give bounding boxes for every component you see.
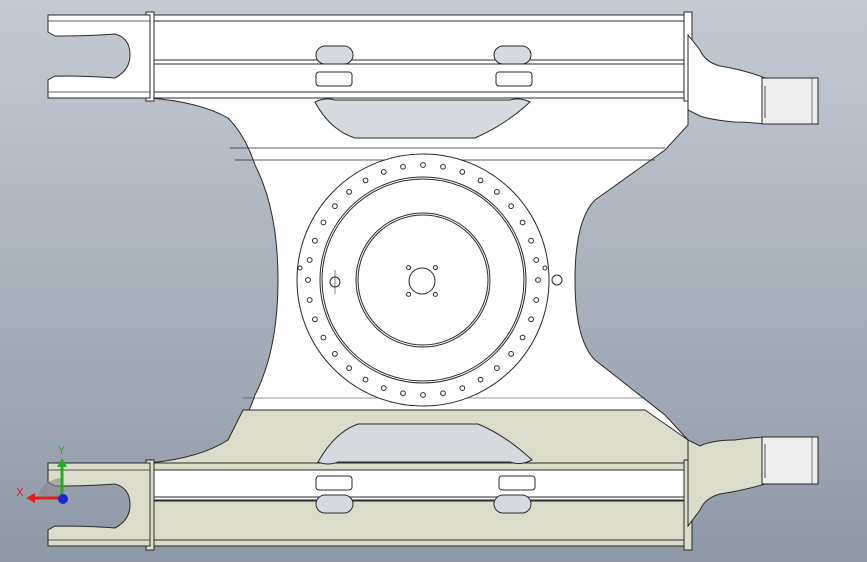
bolt-hole — [459, 169, 466, 175]
left-bottom-clevis — [47, 462, 151, 547]
bolt-hole — [420, 162, 426, 168]
bolt-hole — [305, 277, 311, 283]
bolt-hole — [519, 334, 526, 341]
center-bore — [408, 267, 436, 295]
bolt-hole — [477, 376, 484, 383]
bolt-hole — [533, 297, 540, 303]
inner-bolt-hole — [432, 291, 438, 297]
bolt-hole — [519, 219, 526, 226]
top-slot-left — [315, 45, 354, 65]
bolt-hole — [380, 169, 387, 175]
left-top-clevis — [47, 14, 151, 99]
frame-part[interactable] — [47, 11, 819, 551]
side-hole-left — [297, 265, 303, 271]
bolt-hole — [346, 189, 353, 195]
right-top-arm-block — [761, 77, 819, 125]
inner-hole-pattern — [406, 265, 438, 297]
bottom-window-cutout — [317, 423, 533, 465]
bolt-hole — [332, 203, 338, 210]
bolt-hole — [306, 297, 313, 303]
coordinate-triad: X Y — [16, 444, 68, 504]
bolt-hole — [494, 189, 500, 195]
bolt-hole — [528, 237, 534, 244]
inner-bolt-hole — [406, 265, 412, 271]
top-window-cutout — [314, 98, 531, 139]
inner-bolt-hole — [406, 291, 412, 297]
bolt-hole — [533, 257, 540, 263]
bolt-hole — [420, 392, 426, 398]
bolt-hole — [400, 163, 406, 170]
bolt-hole — [332, 351, 338, 357]
bolt-hole — [312, 237, 318, 244]
bolt-hole — [440, 390, 446, 397]
bolt-hole — [535, 277, 541, 283]
bottom-slot-right — [493, 494, 532, 514]
bolt-hole — [459, 385, 466, 392]
bolt-hole — [362, 177, 369, 184]
triad-shadow — [38, 478, 62, 498]
bottom-plate-right — [498, 475, 536, 491]
side-hole-right — [542, 265, 548, 271]
z-axis-dot — [58, 494, 68, 504]
y-axis-label: Y — [57, 444, 65, 457]
bolt-hole — [494, 365, 500, 372]
top-plate-right — [495, 71, 533, 87]
x-arrow-head — [26, 493, 35, 503]
bolt-hole — [508, 203, 515, 210]
x-axis-label: X — [16, 486, 24, 499]
top-slot-right — [493, 45, 532, 65]
bolt-hole — [528, 316, 534, 323]
bolt-hole — [400, 390, 406, 397]
bolt-hole — [320, 334, 327, 341]
inner-bolt-hole — [432, 265, 438, 271]
bolt-hole — [380, 385, 387, 392]
bolt-hole — [346, 365, 353, 372]
bottom-plate-left — [315, 475, 353, 491]
bolt-hole — [320, 219, 327, 226]
bolt-hole — [508, 351, 515, 357]
bottom-beam-top-face — [149, 469, 689, 501]
y-arrow-head — [57, 458, 67, 467]
bolt-hole — [362, 376, 369, 383]
right-bottom-arm-block — [761, 436, 819, 485]
bolt-hole — [440, 163, 446, 170]
bolt-hole — [312, 316, 318, 323]
bottom-slot-left — [315, 494, 354, 514]
bolt-hole — [477, 177, 484, 184]
bolt-hole-pattern — [305, 162, 541, 398]
top-plate-left — [315, 71, 353, 87]
top-beam — [149, 14, 689, 99]
pin-hole-right — [551, 274, 563, 286]
bolt-hole — [306, 257, 313, 263]
